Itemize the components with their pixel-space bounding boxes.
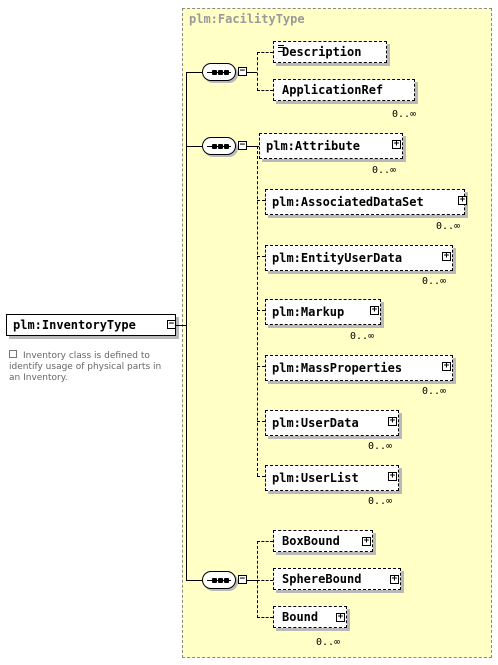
element-plm-userlist[interactable]: plm:UserList <box>265 465 402 494</box>
element-description[interactable]: Description <box>273 41 387 63</box>
element-label: plm:MassProperties <box>272 361 403 375</box>
connector <box>257 476 265 477</box>
cardinality-label: 0..∞ <box>316 637 341 648</box>
element-label: plm:UserList <box>272 471 359 485</box>
cardinality-label: 0..∞ <box>422 386 447 397</box>
cardinality-label: 0..∞ <box>392 109 417 120</box>
element-plm-markup[interactable]: plm:Markup <box>265 299 384 328</box>
element-plm-massproperties[interactable]: plm:MassProperties <box>265 355 456 384</box>
connector <box>186 72 202 73</box>
connector <box>257 421 265 422</box>
text-lines-icon <box>278 45 284 52</box>
connector <box>257 366 265 367</box>
connector <box>247 72 257 73</box>
expand-icon[interactable]: + <box>370 305 379 315</box>
connector <box>257 90 273 91</box>
collapse-icon[interactable]: − <box>167 319 176 329</box>
connector <box>257 146 258 476</box>
connector <box>257 617 273 618</box>
expand-icon[interactable]: + <box>388 416 397 426</box>
connector <box>257 580 273 581</box>
expand-icon[interactable]: + <box>392 139 401 149</box>
connector <box>176 325 186 326</box>
element-label: Description <box>282 45 362 59</box>
element-label: ApplicationRef <box>282 83 384 97</box>
element-plm-attribute[interactable]: plm:Attribute <box>259 133 406 162</box>
element-label: SphereBound <box>282 572 362 586</box>
element-label: plm:Markup <box>272 305 345 319</box>
root-documentation: Inventory class is defined to identify u… <box>9 350 169 384</box>
connector <box>257 52 273 53</box>
cardinality-label: 0..∞ <box>368 496 393 507</box>
sequence-collapse-icon[interactable]: − <box>238 66 247 76</box>
doc-note-icon <box>9 350 17 358</box>
element-plm-entityuserdata[interactable]: plm:EntityUserData <box>265 245 456 274</box>
sequence-compositor-icon <box>202 571 236 589</box>
connector <box>257 541 258 618</box>
sequence-collapse-icon[interactable]: − <box>238 140 247 150</box>
connector <box>257 52 258 91</box>
element-label: Bound <box>282 610 319 624</box>
sequence-collapse-icon[interactable]: − <box>238 574 247 584</box>
element-label: plm:EntityUserData <box>272 251 403 265</box>
facility-type-title: plm:FacilityType <box>189 12 305 26</box>
element-plm-associateddataset[interactable]: plm:AssociatedDataSet <box>265 189 468 218</box>
connector <box>247 580 257 581</box>
sequence-compositor-icon <box>202 63 236 81</box>
expand-icon[interactable]: + <box>442 361 451 371</box>
element-label: BoxBound <box>282 534 340 548</box>
cardinality-label: 0..∞ <box>422 276 447 287</box>
expand-icon[interactable]: + <box>388 471 397 481</box>
connector <box>247 146 257 147</box>
expand-icon[interactable]: + <box>442 251 451 261</box>
connector <box>186 146 202 147</box>
connector <box>257 256 265 257</box>
root-element-box[interactable]: plm:InventoryType <box>6 314 176 336</box>
connector <box>257 541 273 542</box>
element-label: plm:AssociatedDataSet <box>272 195 424 209</box>
element-label: plm:Attribute <box>266 139 360 153</box>
expand-icon[interactable]: + <box>390 574 399 584</box>
connector <box>186 72 187 580</box>
sequence-compositor-icon <box>202 137 236 155</box>
element-plm-userdata[interactable]: plm:UserData <box>265 410 402 439</box>
cardinality-label: 0..∞ <box>368 441 393 452</box>
cardinality-label: 0..∞ <box>372 165 397 176</box>
root-documentation-text: Inventory class is defined to identify u… <box>9 351 162 383</box>
facility-type-region: plm:FacilityType <box>182 8 492 658</box>
root-element-label: plm:InventoryType <box>13 318 136 332</box>
connector <box>257 310 265 311</box>
connector <box>186 580 202 581</box>
expand-icon[interactable]: + <box>336 612 345 622</box>
expand-icon[interactable]: + <box>458 195 467 205</box>
cardinality-label: 0..∞ <box>436 221 461 232</box>
element-spherebound[interactable]: SphereBound <box>273 568 401 590</box>
connector <box>257 200 265 201</box>
element-label: plm:UserData <box>272 416 359 430</box>
element-applicationref[interactable]: ApplicationRef <box>273 79 418 104</box>
element-boxbound[interactable]: BoxBound <box>273 530 373 552</box>
expand-icon[interactable]: + <box>362 536 371 546</box>
cardinality-label: 0..∞ <box>350 331 375 342</box>
